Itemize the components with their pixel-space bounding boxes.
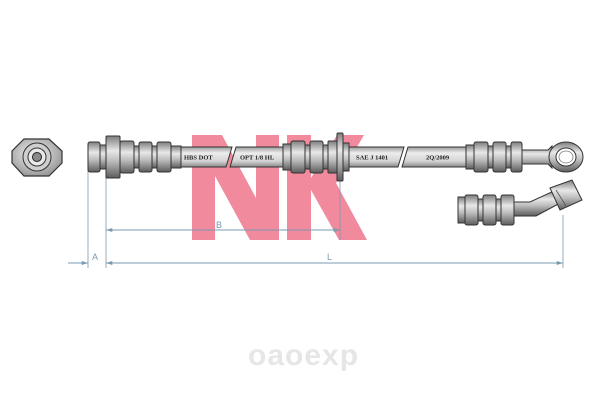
- brake-hose-assembly: [87, 132, 584, 182]
- dimension-lines: [68, 228, 563, 265]
- hose-print-date: 2Q/2009: [426, 155, 450, 162]
- dimension-label-l: L: [327, 252, 332, 262]
- hose-print-hbs-dot: HBS DOT: [184, 155, 213, 162]
- watermark-text: oaoexp: [248, 339, 359, 372]
- alternate-end-fitting: [457, 179, 583, 226]
- fitting-end-view: [11, 138, 63, 177]
- hose-print-sae: SAE J 1401: [356, 155, 388, 162]
- hose-print-opt: OPT 1/8 HL: [240, 155, 275, 162]
- dimension-label-a: A: [92, 252, 98, 262]
- dimension-label-b: B: [216, 220, 222, 230]
